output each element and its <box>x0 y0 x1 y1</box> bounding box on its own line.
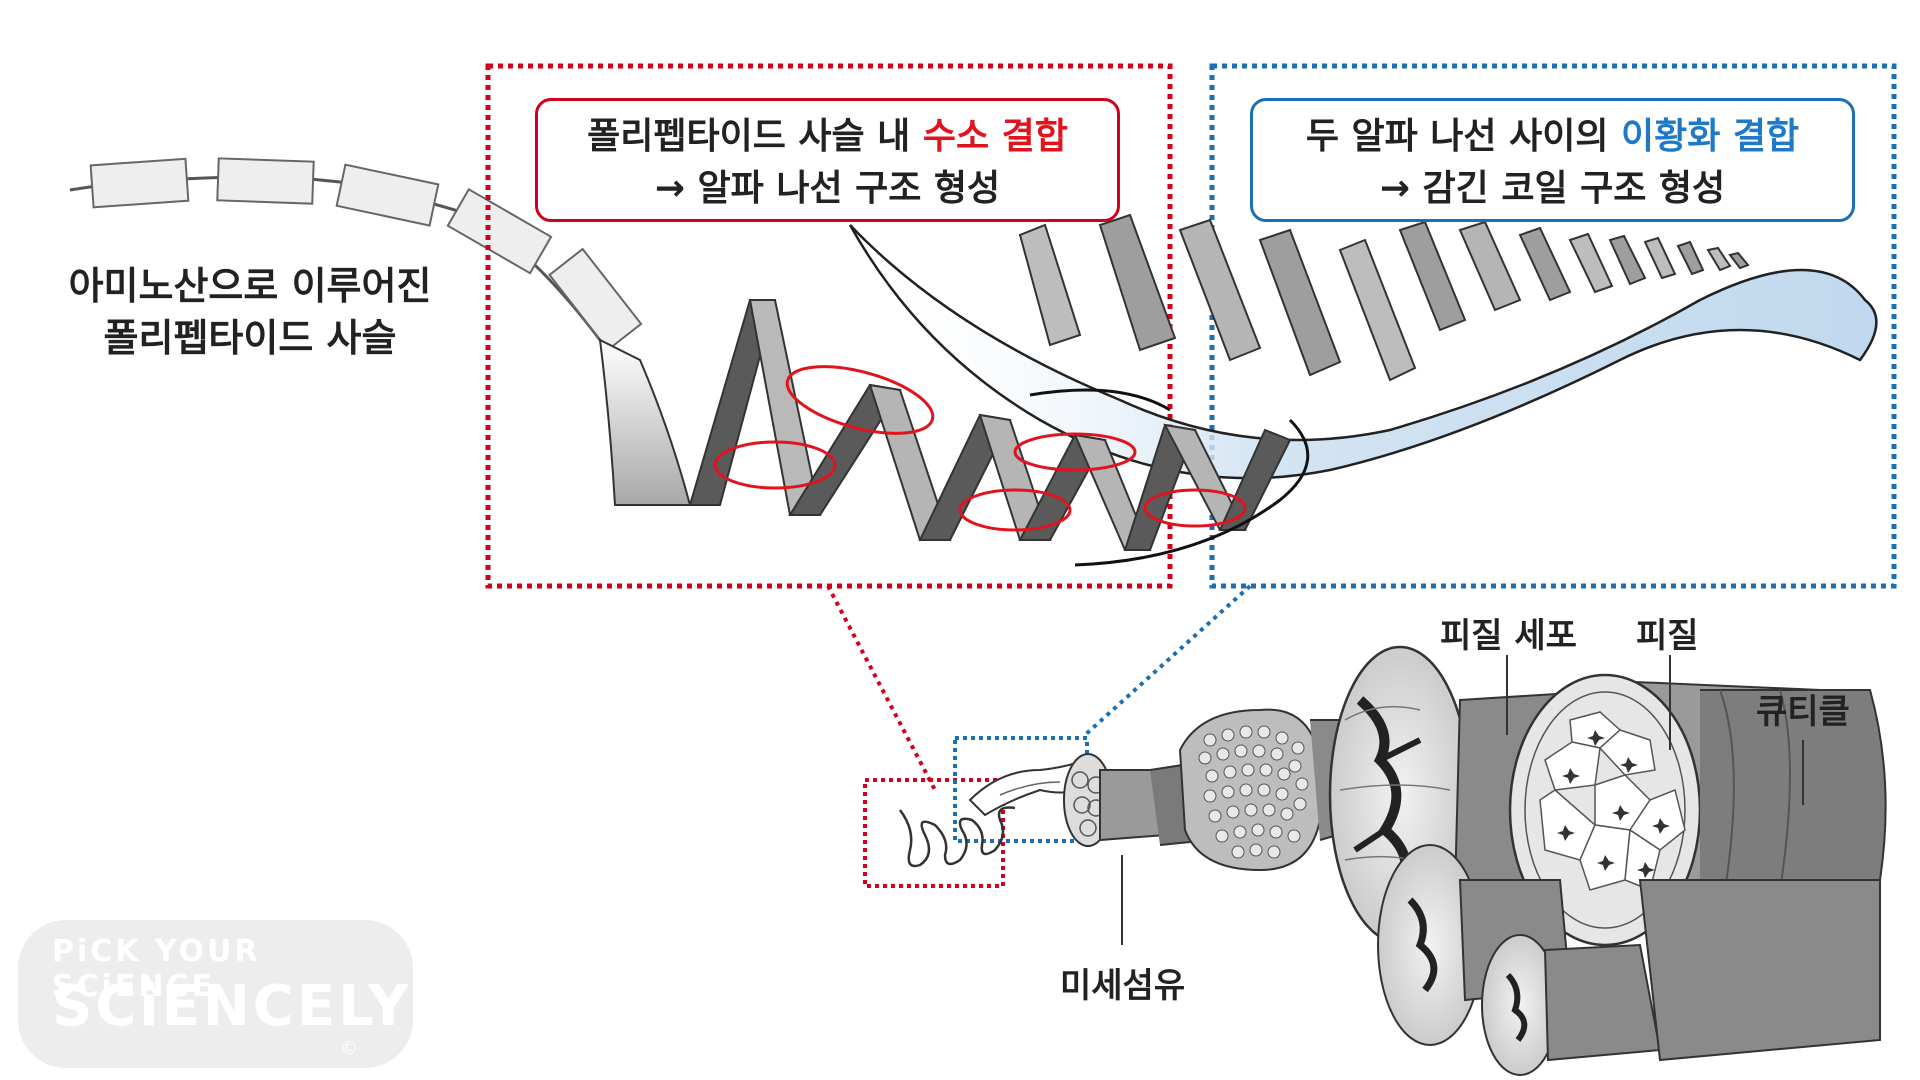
callout-red-prefix: 폴리펩타이드 사슬 내 <box>587 116 923 157</box>
cuticle <box>1638 689 1887 1062</box>
cortex-label: 피질 <box>1636 616 1699 656</box>
polypeptide-chain-label: 아미노산으로 이루어진 폴리펩타이드 사슬 <box>60 260 440 364</box>
amino-acid-block <box>548 247 643 352</box>
hydrogen-bond-ring <box>958 488 1072 532</box>
coil-outline-curve <box>1074 418 1310 567</box>
hydrogen-bond-ring <box>785 365 935 435</box>
cuticle-label: 큐티클 <box>1756 692 1850 732</box>
chain-label-line2: 폴리펩타이드 사슬 <box>103 316 397 360</box>
zoom-connector-blue <box>1083 584 1252 737</box>
hydrogen-bond-ring <box>713 440 837 490</box>
logo-wordmark: SCiENCELY <box>52 974 412 1039</box>
amino-acid-block <box>89 157 190 209</box>
hydrogen-bond-ring <box>1013 432 1137 472</box>
logo-tagline: PiCK YOUR SCiENCE <box>52 934 261 1004</box>
coil-outline-curve <box>1029 388 1171 412</box>
hydrogen-bond-ring <box>1143 488 1247 528</box>
amino-acid-block <box>335 163 440 227</box>
coiled-coil-helix <box>1018 213 1750 382</box>
callout-red-line1: 폴리펩타이드 사슬 내 수소 결합 <box>538 111 1117 163</box>
callout-blue-line2: → 감긴 코일 구조 형성 <box>1379 168 1726 209</box>
coiled-coil-zoom-frame <box>1209 63 1897 589</box>
logo-copyright: © <box>340 1038 358 1059</box>
chain-label-line1: 아미노산으로 이루어진 <box>68 264 432 308</box>
amino-acid-block <box>216 157 315 205</box>
disulfide-bond-callout: 두 알파 나선 사이의 이황화 결합 → 감긴 코일 구조 형성 <box>1250 98 1855 222</box>
sciencely-logo: PiCK YOUR SCiENCE SCiENCELY © <box>18 920 413 1068</box>
microfibril-label: 미세섬유 <box>1060 966 1186 1006</box>
callout-blue-line1: 두 알파 나선 사이의 이황화 결합 <box>1253 111 1852 163</box>
macrofibril <box>1178 708 1392 872</box>
callout-blue-prefix: 두 알파 나선 사이의 <box>1305 116 1621 157</box>
callout-blue-highlight: 이황화 결합 <box>1620 116 1800 157</box>
small-zoom-blue <box>953 736 1089 843</box>
small-coil <box>898 806 1016 868</box>
hydrogen-bond-callout: 폴리펩타이드 사슬 내 수소 결합 → 알파 나선 구조 형성 <box>535 98 1120 222</box>
callout-red-highlight: 수소 결합 <box>922 116 1068 157</box>
amino-acid-chain <box>69 157 643 352</box>
zoom-connector-red <box>826 585 937 791</box>
small-zoom-red <box>863 778 1005 888</box>
hydrogen-bonds <box>713 365 1247 532</box>
callout-red-line2: → 알파 나선 구조 형성 <box>654 168 1001 209</box>
cortex-cell-small <box>1481 934 1662 1076</box>
cortex-cell-label: 피질 세포 <box>1440 616 1577 656</box>
